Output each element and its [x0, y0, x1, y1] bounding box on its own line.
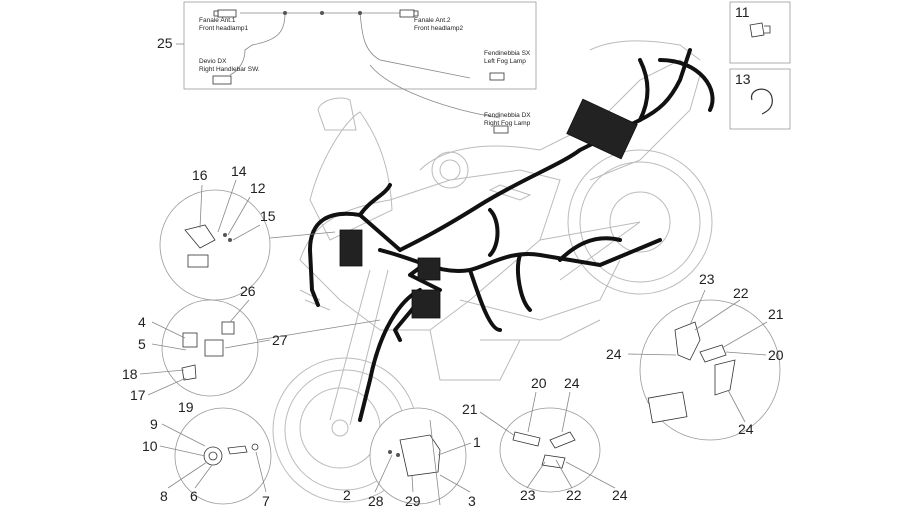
- callout-21-right: 21: [768, 306, 784, 322]
- connector-left-fog-lamp: [489, 72, 505, 81]
- callout-23-right: 23: [699, 271, 715, 287]
- label-left-fog-en: Left Fog Lamp: [484, 58, 526, 65]
- label-front-headlamp1-en: Front headlamp1: [199, 25, 249, 32]
- inset-box-11: [729, 1, 791, 64]
- detail-circle-ignition-right: [639, 299, 781, 441]
- callout-16: 16: [192, 167, 208, 183]
- connector-block-lower: [411, 289, 441, 319]
- callout-1: 1: [473, 434, 481, 450]
- main-wiring-harness: [308, 48, 715, 422]
- callout-18: 18: [122, 366, 138, 382]
- callout-15: 15: [260, 208, 276, 224]
- callout-20-lower: 20: [531, 375, 547, 391]
- callout-20-right: 20: [768, 347, 784, 363]
- callout-28: 28: [368, 493, 384, 509]
- callout-4: 4: [138, 314, 146, 330]
- inset-box-13: [729, 68, 791, 130]
- callout-5: 5: [138, 336, 146, 352]
- callout-29: 29: [405, 493, 421, 509]
- detail-circle-regulator: [369, 407, 467, 505]
- label-front-headlamp2-en: Front headlamp2: [414, 25, 464, 32]
- label-right-handlebar-en: Right Handlebar SW.: [199, 66, 260, 73]
- label-right-fog-en: Right Fog Lamp: [484, 120, 531, 127]
- callout-13: 13: [735, 71, 751, 87]
- callout-22-right: 22: [733, 285, 749, 301]
- callout-9: 9: [150, 416, 158, 432]
- ecu-module: [566, 98, 638, 160]
- callout-24-right-bottom: 24: [738, 421, 754, 437]
- callout-11: 11: [735, 4, 750, 20]
- callout-21-lower: 21: [462, 401, 478, 417]
- callout-23-lower: 23: [520, 487, 536, 503]
- label-front-headlamp2-it: Fanale Ant.2: [414, 17, 451, 24]
- callout-27: 27: [272, 332, 288, 348]
- callout-8: 8: [160, 488, 168, 504]
- callout-6: 6: [190, 488, 198, 504]
- callout-17: 17: [130, 387, 146, 403]
- callout-2: 2: [343, 487, 351, 503]
- callout-24-right-left: 24: [606, 346, 622, 362]
- connector-block-mid: [417, 257, 441, 281]
- callout-24-lower-top: 24: [564, 375, 580, 391]
- callout-3: 3: [468, 493, 476, 509]
- inset-box-25: Fanale Ant.1 Front headlamp1 Fanale Ant.…: [183, 1, 537, 134]
- label-right-handlebar-it: Devio DX: [199, 58, 227, 65]
- connector-right-handlebar-sw: [212, 75, 232, 85]
- connector-front-headlamp1: [213, 9, 237, 18]
- callout-25: 25: [157, 35, 173, 51]
- detail-circle-speed-sensor: [174, 407, 272, 505]
- callout-22-lower: 22: [566, 487, 582, 503]
- callout-12: 12: [250, 180, 266, 196]
- callout-7: 7: [262, 493, 270, 509]
- label-front-headlamp1-it: Fanale Ant.1: [199, 17, 236, 24]
- label-left-fog-it: Fendinebbia SX: [484, 50, 531, 57]
- callout-14: 14: [231, 163, 247, 179]
- callout-26: 26: [240, 283, 256, 299]
- leader-lines: [139, 179, 768, 506]
- detail-circle-ignition-lower: [499, 407, 601, 493]
- callout-10: 10: [142, 438, 158, 454]
- label-right-fog-it: Fendinebbia DX: [484, 112, 531, 119]
- connector-front-headlamp2: [399, 9, 419, 18]
- motorcycle-outline: [272, 40, 713, 503]
- relay-block-front: [339, 229, 363, 267]
- detail-circle-sensors: [161, 299, 381, 397]
- connector-right-fog-lamp: [493, 125, 509, 134]
- callout-19: 19: [178, 399, 194, 415]
- callout-24-lower-bottom: 24: [612, 487, 628, 503]
